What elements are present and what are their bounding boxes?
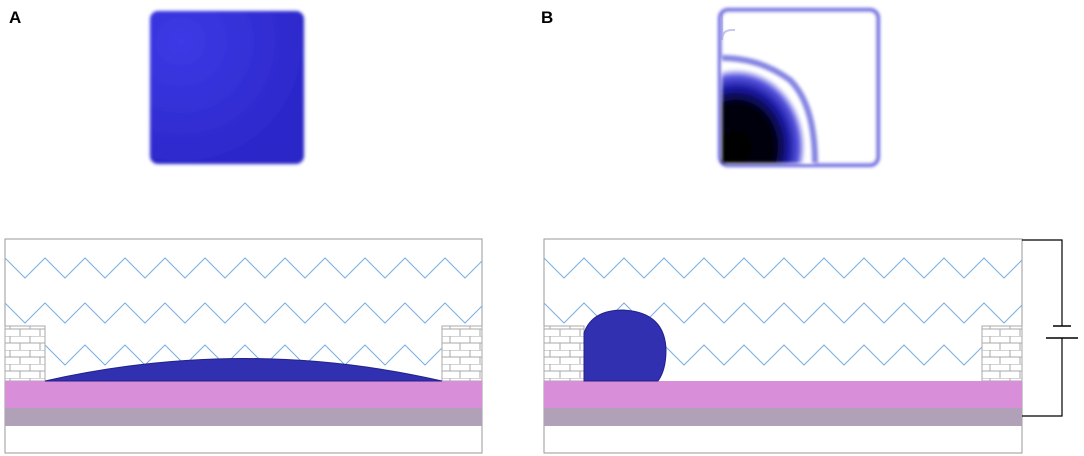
zigzag-pattern xyxy=(4,257,483,279)
voltage-circuit xyxy=(1022,239,1078,417)
panel-a-spread-droplet xyxy=(44,358,443,382)
brick-wall-spacer xyxy=(4,325,46,382)
zigzag-pattern xyxy=(543,302,1023,324)
panel-a-electrode-layer xyxy=(5,381,482,408)
panel-a-substrate-layer xyxy=(5,408,482,426)
brick-wall-spacer xyxy=(441,325,483,382)
panel-b-side-view xyxy=(543,238,1078,454)
zigzag-pattern xyxy=(4,302,483,324)
panel-a-side-view xyxy=(4,238,483,454)
panel-label-a: A xyxy=(9,8,22,27)
panel-b-electrode-layer xyxy=(544,381,1022,408)
panel-b-top-view xyxy=(718,8,880,167)
panel-a-top-view xyxy=(150,11,304,164)
circuit-wire xyxy=(1022,338,1063,417)
zigzag-pattern xyxy=(4,344,483,366)
panel-a-droplet-top-view xyxy=(150,11,304,164)
brick-wall-spacer xyxy=(543,325,585,382)
panel-b-substrate-layer xyxy=(544,408,1022,426)
zigzag-pattern xyxy=(543,257,1023,279)
brick-wall-spacer xyxy=(981,325,1023,382)
panel-label-b: B xyxy=(541,8,554,27)
panel-b-contracted-droplet xyxy=(583,309,667,382)
circuit-wire xyxy=(1022,239,1063,326)
